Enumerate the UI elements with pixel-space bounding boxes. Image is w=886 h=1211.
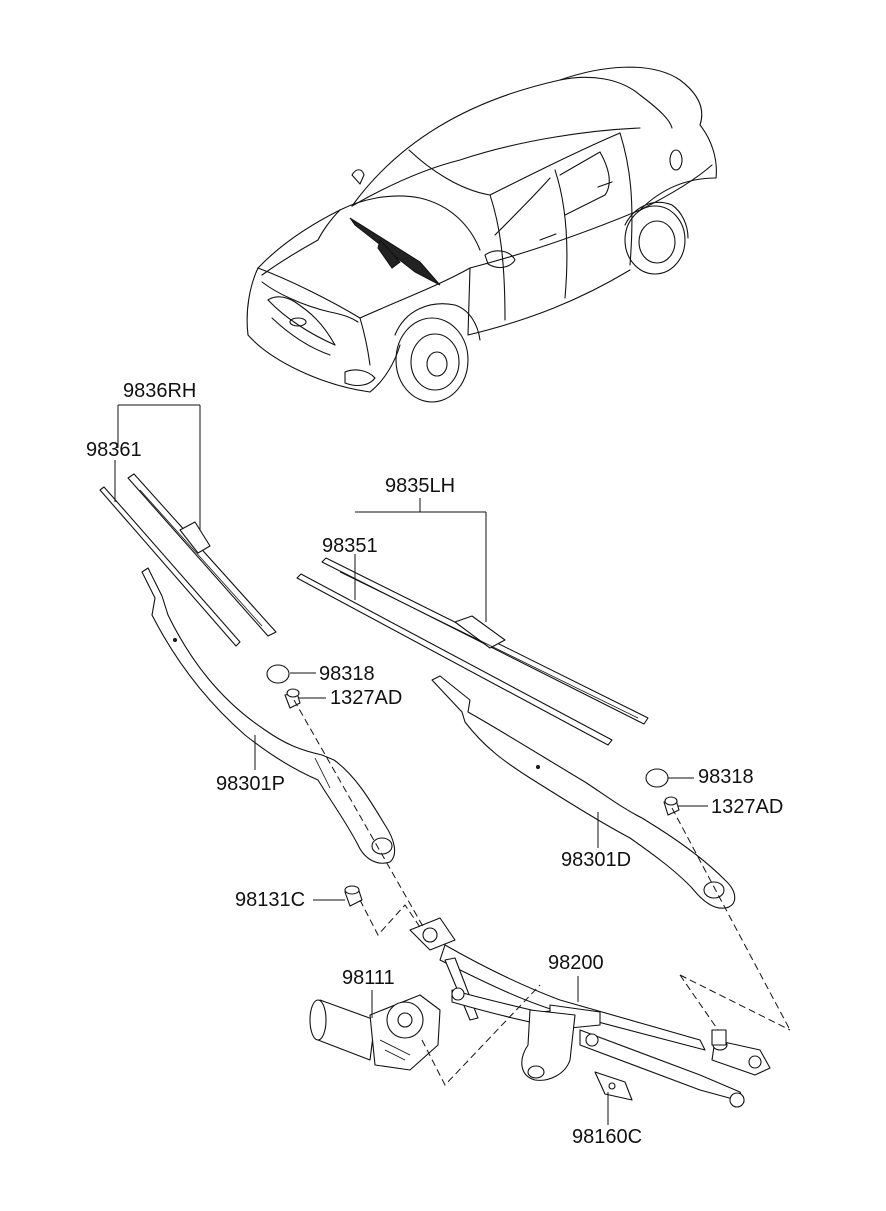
- wiper-linkage: [409, 917, 771, 1108]
- label-98301d: 98301D: [561, 849, 632, 871]
- label-98361: 98361: [86, 439, 142, 461]
- lh-wiper-blade: [296, 557, 649, 746]
- label-1327ad-lh: 1327AD: [711, 796, 784, 818]
- install-lines: [293, 699, 791, 1086]
- lh-wiper-arm: [431, 675, 736, 909]
- hardware: [266, 664, 680, 907]
- label-98301p: 98301P: [216, 773, 285, 795]
- wiper-motor: [309, 994, 441, 1071]
- rh-wiper-arm: [141, 567, 396, 864]
- label-98131c: 98131C: [235, 889, 306, 911]
- label-1327ad-rh: 1327AD: [330, 687, 403, 709]
- label-98160c: 98160C: [572, 1126, 643, 1148]
- label-9835lh: 9835LH: [385, 475, 456, 497]
- label-98200: 98200: [548, 952, 604, 974]
- car-illustration: [246, 66, 717, 403]
- label-98111: 98111: [342, 967, 395, 989]
- label-98318-rh: 98318: [319, 663, 375, 685]
- label-9836rh: 9836RH: [123, 380, 197, 402]
- label-98351: 98351: [322, 535, 378, 557]
- label-98318-lh: 98318: [698, 766, 754, 788]
- rh-wiper-blade: [99, 473, 277, 647]
- leader-lines: [114, 404, 708, 1125]
